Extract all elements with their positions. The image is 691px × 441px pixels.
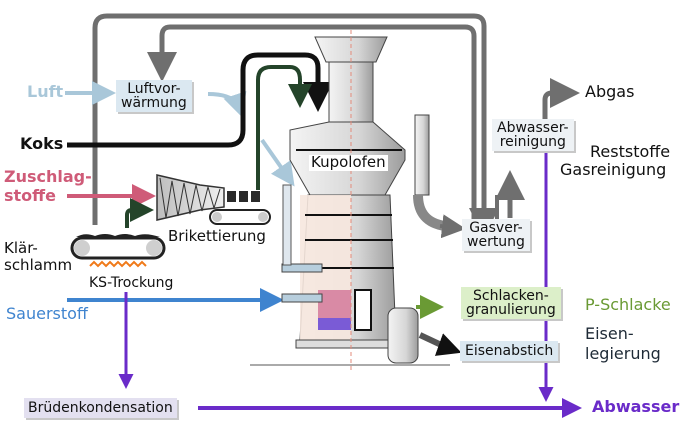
klaerschlamm-label-1: Klär- <box>4 239 38 257</box>
schlackengranulierung-label-2: granulierung <box>466 302 556 318</box>
eisenabstich-box: Eisenabstich <box>460 341 559 361</box>
eisenlegierung-label-1: Eisen- <box>585 324 634 343</box>
p-schlacke-label: P-Schlacke <box>585 295 671 314</box>
abwasserreinigung-label-2: reinigung <box>499 134 566 150</box>
abwasserreinigung-box: Abwasser- reinigung <box>492 119 574 151</box>
zuschlagstoffe-label-2: stoffe <box>4 186 56 205</box>
luft-to-ofen <box>207 91 247 118</box>
abgas-line <box>542 78 580 120</box>
luftvorwaermung-label-1: Luftvor- <box>127 81 181 97</box>
kupolofen-label: Kupolofen <box>309 153 388 171</box>
gasverwertung-box: Gasver- wertung <box>462 219 530 251</box>
schlackengranulierung-label-1: Schlacken- <box>472 288 549 304</box>
koks-line <box>67 52 333 148</box>
klaerschlamm-conveyor <box>70 234 166 268</box>
sauerstoff-label: Sauerstoff <box>6 304 88 323</box>
bruedenkondensation-label: Brüdenkondensation <box>28 400 173 416</box>
brikett-to-ofen <box>256 65 312 190</box>
klaerschlamm-to-brikett <box>125 198 154 228</box>
luftvorwaermung-box: Luftvor- wärmung <box>116 80 192 112</box>
gas-return-line-inner <box>147 24 477 228</box>
luftvorwaermung-label-2: wärmung <box>121 95 187 111</box>
eisenlegierung-label-2: legierung <box>585 344 661 363</box>
schlackengranulierung-box: Schlacken- granulierung <box>461 287 561 319</box>
klaerschlamm-label-2: schlamm <box>4 256 73 274</box>
heater-coil <box>89 260 147 268</box>
gasverwertung-label-1: Gasver- <box>469 220 523 236</box>
gasverwertung-label-2: wertung <box>467 234 525 250</box>
eisen-arrow <box>434 333 462 356</box>
luft-label: Luft <box>27 82 64 101</box>
kupolofen-furnace <box>250 30 466 370</box>
brikettierung-label: Brikettierung <box>168 227 266 245</box>
abwasserreinigung-label-1: Abwasser- <box>497 120 569 136</box>
bruedenkondensation-box: Brüdenkondensation <box>24 398 177 418</box>
gas-return-line-outer <box>92 13 499 238</box>
eisenabstich-label: Eisenabstich <box>465 343 554 359</box>
luft-to-ofen-2 <box>260 138 295 187</box>
abgas-label: Abgas <box>585 82 635 101</box>
ks-trockung-label: KS-Trockung <box>89 275 174 291</box>
brikettierung-press <box>156 174 271 225</box>
koks-label: Koks <box>20 134 64 153</box>
zuschlagstoffe-label-1: Zuschlag- <box>4 167 92 186</box>
reststoffe-label-1: Reststoffe <box>590 142 671 161</box>
reststoffe-label-2: Gasreinigung <box>560 160 667 179</box>
abwasser-label: Abwasser <box>592 397 680 416</box>
